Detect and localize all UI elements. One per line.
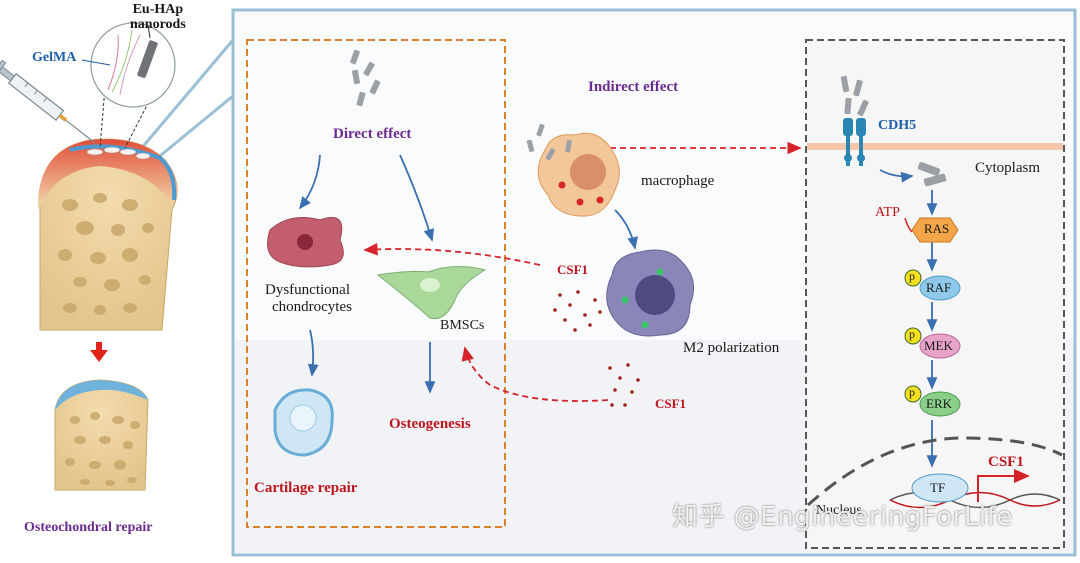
p-label-mek: p <box>909 327 915 341</box>
tf-label: TF <box>930 480 946 495</box>
phospho-erk <box>904 385 922 403</box>
csf1-label-lower: CSF1 <box>655 396 687 411</box>
erk-label: ERK <box>926 396 952 411</box>
bmscs-label: BMSCs <box>440 318 485 333</box>
gelma-label: GelMA <box>32 50 77 65</box>
raf-shape <box>919 275 961 301</box>
syringe-icon <box>0 59 96 144</box>
m2-macrophage-cell <box>606 249 695 337</box>
mek-shape <box>919 333 961 359</box>
transcription-arrow <box>977 469 1030 502</box>
direct-effect-arrows <box>298 154 436 394</box>
nucleus-label: Nucleus <box>816 503 862 518</box>
cell-membrane <box>807 143 1063 150</box>
cdh5-label: CDH5 <box>878 118 917 133</box>
m2-polarization-label: M2 polarization <box>683 340 780 356</box>
atp-label: ATP <box>875 205 900 220</box>
atp-arrow <box>904 217 913 233</box>
raf-label: RAF <box>926 280 952 295</box>
csf1-label-upper: CSF1 <box>557 262 589 277</box>
bone-illustration-top <box>37 138 178 331</box>
indirect-effect-label: Indirect effect <box>588 79 679 95</box>
mek-label: MEK <box>924 338 953 353</box>
bmsc-cell <box>376 266 487 320</box>
eu-hap-label: Eu-HAp nanorods <box>130 2 186 33</box>
ras-shape <box>911 217 959 243</box>
dysfunctional-line1: Dysfunctional <box>265 282 350 298</box>
cartilage-repair-label: Cartilage repair <box>254 480 358 496</box>
bone-illustration-repaired <box>54 379 149 491</box>
phospho-raf <box>904 269 922 287</box>
eu-hap-line2: nanorods <box>130 17 186 33</box>
direct-effect-label: Direct effect <box>333 126 412 142</box>
ras-label: RAS <box>924 221 950 236</box>
macrophage-label: macrophage <box>641 173 715 189</box>
dysfunctional-chondrocyte-cell <box>267 217 344 268</box>
csf1-particles <box>553 290 640 407</box>
csf1-gene-label: CSF1 <box>988 454 1024 470</box>
zoom-connector <box>138 39 235 162</box>
dysfunctional-line2: chondrocytes <box>272 298 352 315</box>
osteogenesis-label: Osteogenesis <box>389 416 471 432</box>
dysfunctional-chondrocytes-label: Dysfunctional chondrocytes <box>265 282 352 315</box>
csf1-arrows <box>363 141 802 402</box>
direct-effect-box <box>246 39 506 528</box>
polarization-arrow <box>614 209 638 250</box>
p-label-raf: p <box>909 269 915 283</box>
cdh5-receptor <box>840 75 869 166</box>
cytoplasm-label: Cytoplasm <box>975 160 1041 176</box>
down-arrow-red <box>90 342 108 362</box>
osteochondral-repair-caption: Osteochondral repair <box>24 520 153 535</box>
watermark: 知乎 @EngineeringForLife <box>672 502 1013 532</box>
tf-shape <box>911 473 969 503</box>
macrophage-cell <box>526 123 620 217</box>
p-label-erk: p <box>909 385 915 399</box>
internalized-nanorods <box>917 162 947 187</box>
phospho-mek <box>904 327 922 345</box>
nuclear-envelope <box>806 436 1063 507</box>
pathway-arrows <box>879 169 938 468</box>
healthy-chondrocyte-cell <box>273 388 334 457</box>
eu-hap-line1: Eu-HAp <box>132 2 184 17</box>
erk-shape <box>919 391 961 417</box>
nanorods-icon <box>350 49 381 107</box>
zoom-circle <box>81 22 176 149</box>
